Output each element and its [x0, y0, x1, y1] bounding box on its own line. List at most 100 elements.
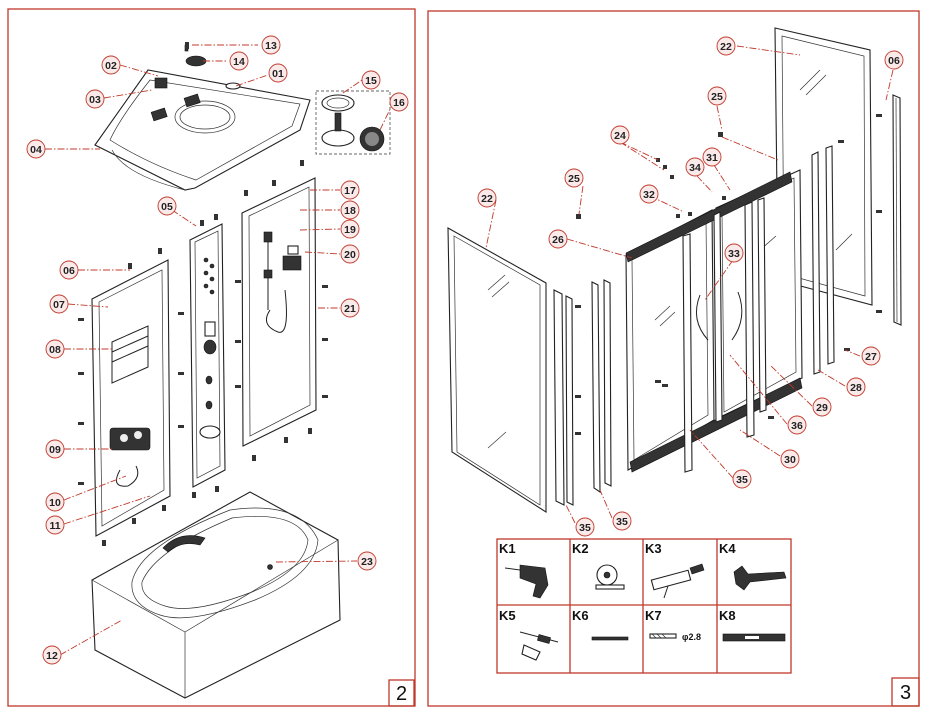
callout-06: 06	[59, 260, 79, 280]
svg-text:18: 18	[344, 205, 356, 217]
pencil-icon	[591, 636, 629, 641]
callout-18: 18	[340, 200, 360, 220]
svg-text:08: 08	[49, 344, 61, 356]
adjustable-wrench-icon	[733, 565, 787, 591]
svg-text:36: 36	[791, 420, 803, 432]
callout-33: 33	[724, 243, 744, 263]
callout-05: 05	[157, 196, 177, 216]
svg-text:K4: K4	[719, 541, 736, 556]
electric-drill-icon	[504, 564, 549, 599]
svg-text:32: 32	[643, 189, 655, 201]
svg-text:07: 07	[53, 299, 65, 311]
callout-15: 15	[361, 70, 381, 90]
callout-30: 30	[780, 449, 800, 469]
page-3-number-box	[891, 677, 920, 707]
screwdriver-icon	[519, 631, 559, 661]
callout-25-top: 25	[707, 86, 727, 106]
svg-text:24: 24	[614, 130, 626, 142]
svg-text:34: 34	[689, 162, 701, 174]
leader-lines-page-3	[485, 45, 894, 524]
svg-text:09: 09	[49, 444, 61, 456]
svg-text:10: 10	[49, 497, 61, 509]
svg-text:22: 22	[720, 41, 732, 53]
callout-36: 36	[787, 415, 807, 435]
callout-19: 19	[340, 219, 360, 239]
side-glass-panel	[447, 227, 547, 514]
tool-k7: K7 φ2.8	[645, 608, 701, 642]
callout-35-mid: 35	[612, 511, 632, 531]
svg-text:03: 03	[89, 94, 101, 106]
svg-text:33: 33	[728, 248, 740, 260]
callout-35-center: 35	[732, 469, 752, 489]
svg-text:02: 02	[105, 60, 117, 72]
right-back-panel	[241, 177, 317, 447]
callout-24: 24	[610, 125, 630, 145]
page-2-number: 2	[396, 683, 407, 705]
svg-text:K5: K5	[499, 608, 516, 623]
callout-25-left: 25	[564, 168, 584, 188]
svg-text:28: 28	[850, 382, 862, 394]
svg-text:K6: K6	[572, 608, 589, 623]
callouts-page-2: 13 14 02 01 03 15 16 04 17 05 18 19 20 0…	[26, 35, 409, 665]
shower-roof	[94, 44, 311, 191]
callout-07: 07	[49, 294, 69, 314]
tool-k8: K8	[719, 608, 786, 642]
tool-k3: K3	[645, 541, 705, 599]
callout-04: 04	[26, 139, 46, 159]
callout-02: 02	[101, 55, 121, 75]
svg-text:K3: K3	[645, 541, 662, 556]
leader-lines-page-2	[45, 44, 394, 656]
svg-text:31: 31	[706, 152, 718, 164]
callout-23: 23	[357, 551, 377, 571]
page-2-number-box	[388, 679, 415, 707]
svg-text:17: 17	[344, 185, 356, 197]
tool-k4: K4	[719, 541, 787, 591]
svg-text:22: 22	[481, 193, 493, 205]
svg-text:35: 35	[616, 516, 628, 528]
svg-text:K8: K8	[719, 608, 736, 623]
callout-17: 17	[340, 180, 360, 200]
svg-text:05: 05	[161, 201, 173, 213]
callout-20: 20	[340, 244, 360, 264]
sliding-doors	[625, 169, 803, 473]
svg-text:14: 14	[233, 56, 245, 68]
svg-text:K7: K7	[645, 608, 662, 623]
bathtub-tray	[91, 491, 341, 699]
page-3: 3	[427, 10, 920, 707]
svg-text:23: 23	[361, 556, 373, 568]
callout-21: 21	[340, 298, 360, 318]
callout-22-top: 22	[716, 36, 736, 56]
center-control-panel	[189, 223, 226, 488]
callout-06-right: 06	[884, 50, 904, 70]
ceiling-light-and-speaker	[315, 90, 391, 155]
callout-10: 10	[45, 492, 65, 512]
tape-measure-icon	[595, 564, 625, 590]
svg-text:13: 13	[265, 40, 277, 52]
svg-text:30: 30	[784, 454, 796, 466]
left-side-panel	[91, 259, 171, 537]
svg-text:19: 19	[344, 224, 356, 236]
callout-12: 12	[42, 645, 62, 665]
callout-09: 09	[45, 439, 65, 459]
svg-text:06: 06	[63, 265, 75, 277]
callout-34: 34	[685, 157, 705, 177]
door-profiles-left	[553, 279, 612, 506]
callout-26: 26	[548, 229, 568, 249]
svg-text:26: 26	[552, 234, 564, 246]
page-2-frame	[7, 8, 416, 707]
svg-text:01: 01	[272, 68, 284, 80]
callout-03: 03	[85, 89, 105, 109]
callout-01: 01	[268, 63, 288, 83]
svg-text:21: 21	[344, 303, 356, 315]
callout-27: 27	[861, 346, 881, 366]
svg-text:K2: K2	[572, 541, 589, 556]
svg-text:04: 04	[30, 144, 42, 156]
tool-k5: K5	[499, 608, 559, 661]
svg-text:16: 16	[393, 97, 405, 109]
svg-text:15: 15	[365, 75, 377, 87]
callout-31: 31	[702, 147, 722, 167]
svg-text:25: 25	[711, 91, 723, 103]
svg-text:35: 35	[736, 474, 748, 486]
callout-16: 16	[389, 92, 409, 112]
tool-k6: K6	[572, 608, 629, 641]
